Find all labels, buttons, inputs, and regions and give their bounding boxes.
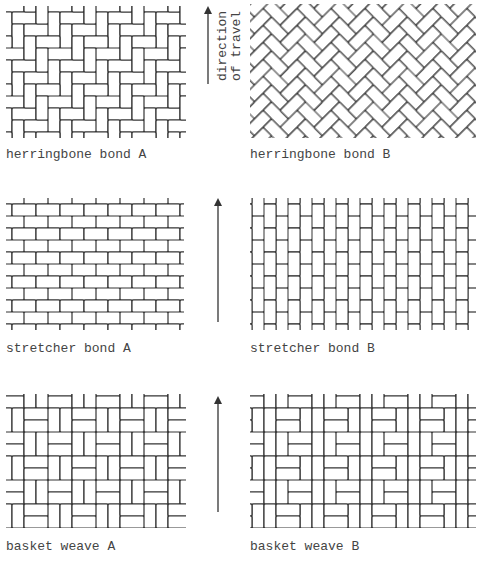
pattern-caption: stretcher bond A: [6, 342, 131, 356]
travel-arrow: [217, 202, 218, 322]
travel-arrow: [217, 400, 218, 512]
basket-b-paving: [250, 394, 476, 528]
travel-arrow: [207, 10, 208, 84]
herringbone-a-paving: [6, 6, 186, 138]
pattern-caption: herringbone bond A: [6, 148, 146, 162]
pattern-caption: herringbone bond B: [250, 148, 390, 162]
stretcher-b-paving: [250, 198, 476, 330]
pattern-caption: basket weave A: [6, 540, 115, 554]
basket-a-paving: [6, 394, 186, 528]
direction-label: direction of travel: [216, 6, 244, 86]
herringbone-b-paving: [250, 4, 476, 138]
pattern-caption: stretcher bond B: [250, 342, 375, 356]
stretcher-a-paving: [6, 198, 184, 330]
pattern-caption: basket weave B: [250, 540, 359, 554]
